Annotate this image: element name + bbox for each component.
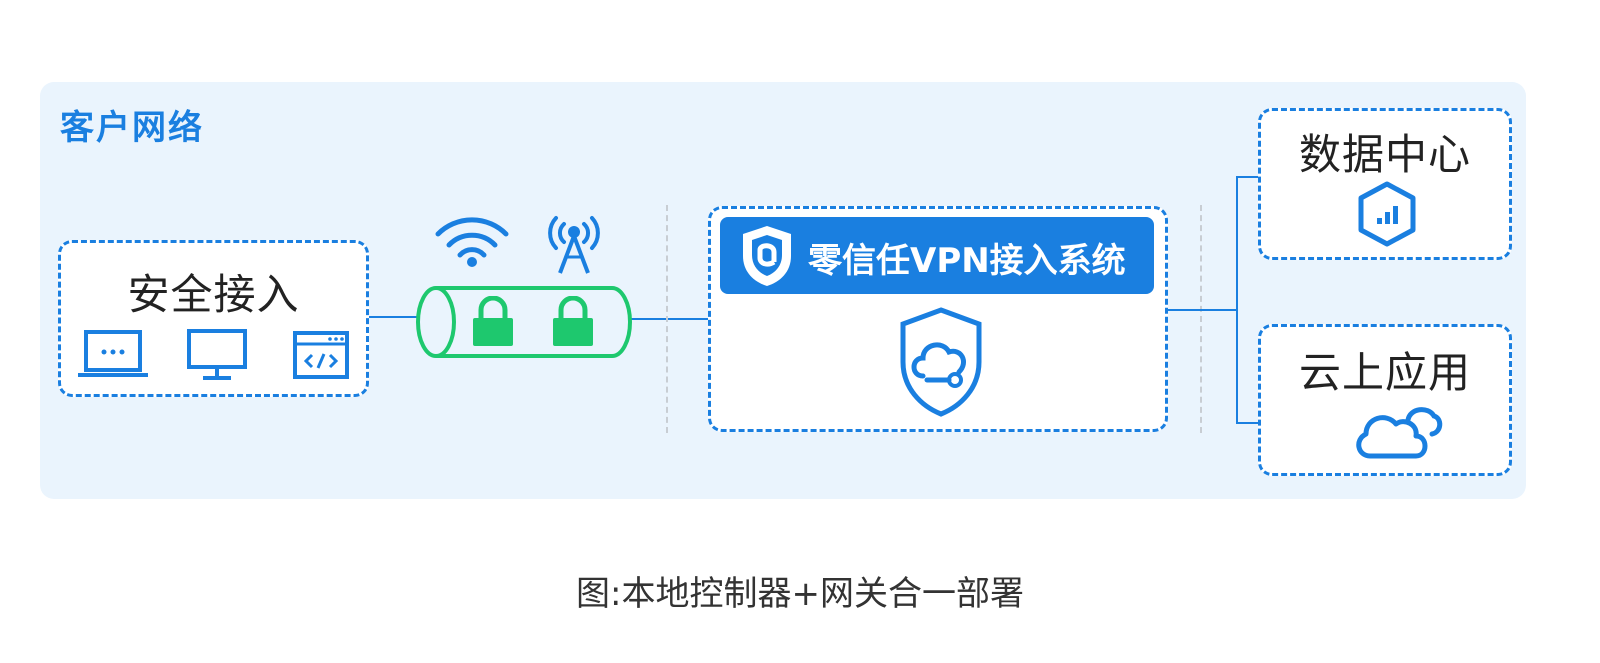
connector-line xyxy=(630,318,710,320)
cloud-icon xyxy=(1356,407,1443,459)
logo-shield-icon xyxy=(743,226,791,286)
vpn-title-banner: 零信任VPN接入系统 xyxy=(720,217,1154,294)
signal-tower-icon xyxy=(548,216,600,274)
browser-code-icon xyxy=(293,331,349,379)
figure-caption: 图:本地控制器+网关合一部署 xyxy=(576,574,1024,614)
divider xyxy=(666,205,668,433)
hexagon-chart-icon xyxy=(1358,181,1416,247)
wifi-icon xyxy=(435,217,509,267)
panel-title: 客户网络 xyxy=(60,108,204,148)
data-center-title: 数据中心 xyxy=(1298,130,1471,179)
connector-line xyxy=(1236,176,1258,178)
connector-line xyxy=(369,316,419,318)
lock-icon xyxy=(473,296,513,346)
connector-line xyxy=(1236,176,1238,424)
secure-tunnel xyxy=(416,286,632,358)
cloud-apps-box: 云上应用 xyxy=(1258,324,1512,476)
connector-line xyxy=(1168,309,1238,311)
connector-line xyxy=(1236,422,1258,424)
monitor-icon xyxy=(187,329,247,380)
secure-access-title: 安全接入 xyxy=(127,270,300,319)
divider xyxy=(1200,205,1202,433)
vpn-system-title: 零信任VPN接入系统 xyxy=(808,241,1126,281)
laptop-icon xyxy=(78,330,148,377)
shield-cloud-icon xyxy=(900,307,982,417)
lock-icon xyxy=(553,296,593,346)
cloud-apps-title: 云上应用 xyxy=(1298,348,1471,397)
